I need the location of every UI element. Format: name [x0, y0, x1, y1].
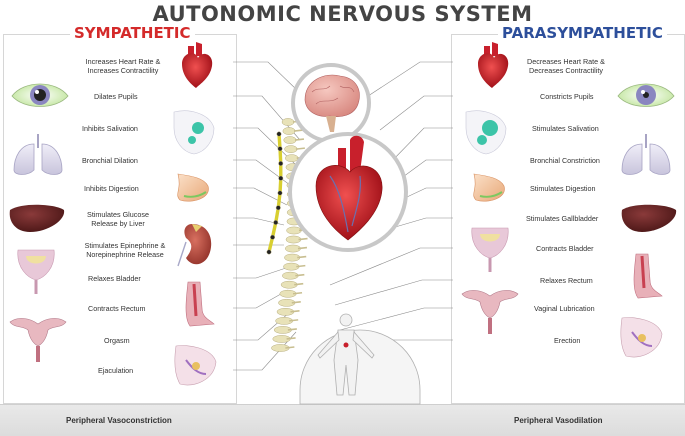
ganglion-node — [275, 205, 281, 211]
vertebra — [285, 154, 299, 163]
vertebra — [283, 136, 297, 144]
ganglion-node — [270, 234, 275, 240]
vasodilation-label: Peripheral Vasodilation — [514, 416, 603, 425]
vertebra — [284, 145, 298, 153]
vertebra-process — [287, 328, 297, 331]
para-gallbladder-label: Stimulates Gallbladder — [526, 214, 599, 223]
heart-circle — [288, 132, 408, 252]
ganglion-node — [278, 161, 284, 166]
bottom-bar — [0, 404, 685, 436]
vertebra-process — [285, 346, 295, 349]
ganglion-node — [266, 249, 272, 255]
para-bladder-label: Contracts Bladder — [536, 244, 594, 253]
para-lungs-icon — [621, 134, 671, 175]
ganglion-node — [278, 175, 284, 181]
connector-lines — [233, 61, 453, 371]
vertebra-process — [294, 138, 305, 141]
para-stomach-icon — [473, 173, 505, 202]
brain-circle — [291, 63, 371, 143]
symp-epinephrine-label: Stimulates Epinephrine & Norepinephrine … — [84, 241, 166, 259]
sympathetic-heading: SYMPATHETIC — [70, 24, 195, 42]
para-rectum-label: Relaxes Rectum — [540, 276, 593, 285]
vertebra-process — [295, 273, 305, 277]
vertebra-process — [293, 129, 304, 132]
body-silhouette — [299, 313, 421, 405]
ganglion-node — [277, 190, 283, 196]
para-salivation-label: Stimulates Salivation — [532, 124, 599, 133]
body-heart-icon — [343, 342, 349, 348]
ganglion-node — [273, 220, 279, 225]
para-rectum-icon — [633, 253, 663, 299]
vertebra-process — [290, 310, 300, 313]
symp-male-organ-icon — [174, 345, 217, 386]
symp-salivation-label: Inhibits Salivation — [82, 124, 138, 133]
ganglion-node — [276, 131, 282, 137]
symp-digestion-label: Inhibits Digestion — [84, 184, 139, 193]
symp-bladder-icon — [17, 249, 55, 294]
vertebra-process — [289, 319, 299, 322]
vertebra-process — [295, 147, 305, 150]
para-digestion-label: Stimulates Digestion — [530, 184, 596, 193]
symp-kidney-icon — [177, 224, 212, 267]
symp-bladder-label: Relaxes Bladder — [88, 274, 141, 283]
vertebra-process — [291, 301, 301, 304]
para-eye-icon — [617, 83, 675, 107]
para-liver-icon — [621, 204, 677, 232]
vertebra-process — [297, 246, 308, 250]
symp-salivary-icon — [173, 110, 215, 155]
symp-uterus-icon — [9, 318, 67, 362]
vertebra-process — [296, 264, 306, 268]
para-male-organ-icon — [620, 317, 663, 358]
symp-heart-label: Increases Heart Rate & Increases Contrac… — [85, 57, 161, 75]
para-heart-label: Decreases Heart Rate & Decreases Contrac… — [527, 57, 605, 75]
parasympathetic-heading: PARASYMPATHETIC — [498, 24, 667, 42]
spine — [266, 118, 309, 352]
vertebra-process — [298, 237, 308, 241]
para-bladder-icon — [471, 227, 509, 272]
symp-heart-icon — [182, 42, 213, 88]
symp-eye-icon — [11, 83, 69, 107]
symp-ejaculation-label: Ejaculation — [98, 366, 134, 375]
symp-glucose-label: Stimulates Glucose Release by Liver — [87, 210, 149, 228]
para-bronchial-label: Bronchial Constriction — [530, 156, 600, 165]
vertebra — [282, 127, 296, 135]
page-title: AUTONOMIC NERVOUS SYSTEM — [152, 2, 533, 26]
para-erection-label: Erection — [554, 336, 581, 345]
symp-liver-icon — [9, 204, 65, 232]
vertebra-process — [292, 291, 303, 295]
symp-rectum-label: Contracts Rectum — [88, 304, 146, 313]
vertebra — [281, 118, 295, 126]
vertebra-process — [286, 337, 296, 340]
symp-lungs-icon — [13, 134, 63, 175]
symp-orgasm-label: Orgasm — [104, 336, 130, 345]
para-heart-icon — [478, 42, 509, 88]
symp-pupils-label: Dilates Pupils — [94, 92, 138, 101]
para-salivary-icon — [465, 110, 507, 155]
vasoconstriction-label: Peripheral Vasoconstriction — [66, 416, 172, 425]
symp-bronchial-label: Bronchial Dilation — [82, 156, 138, 165]
vertebra-process — [294, 282, 304, 286]
para-pupils-label: Constricts Pupils — [540, 92, 594, 101]
ganglion-node — [277, 146, 283, 152]
para-lubrication-label: Vaginal Lubrication — [534, 304, 595, 313]
para-uterus-icon — [461, 290, 519, 334]
vertebra-process — [297, 255, 307, 259]
symp-rectum-icon — [185, 281, 215, 327]
symp-stomach-icon — [177, 173, 209, 202]
